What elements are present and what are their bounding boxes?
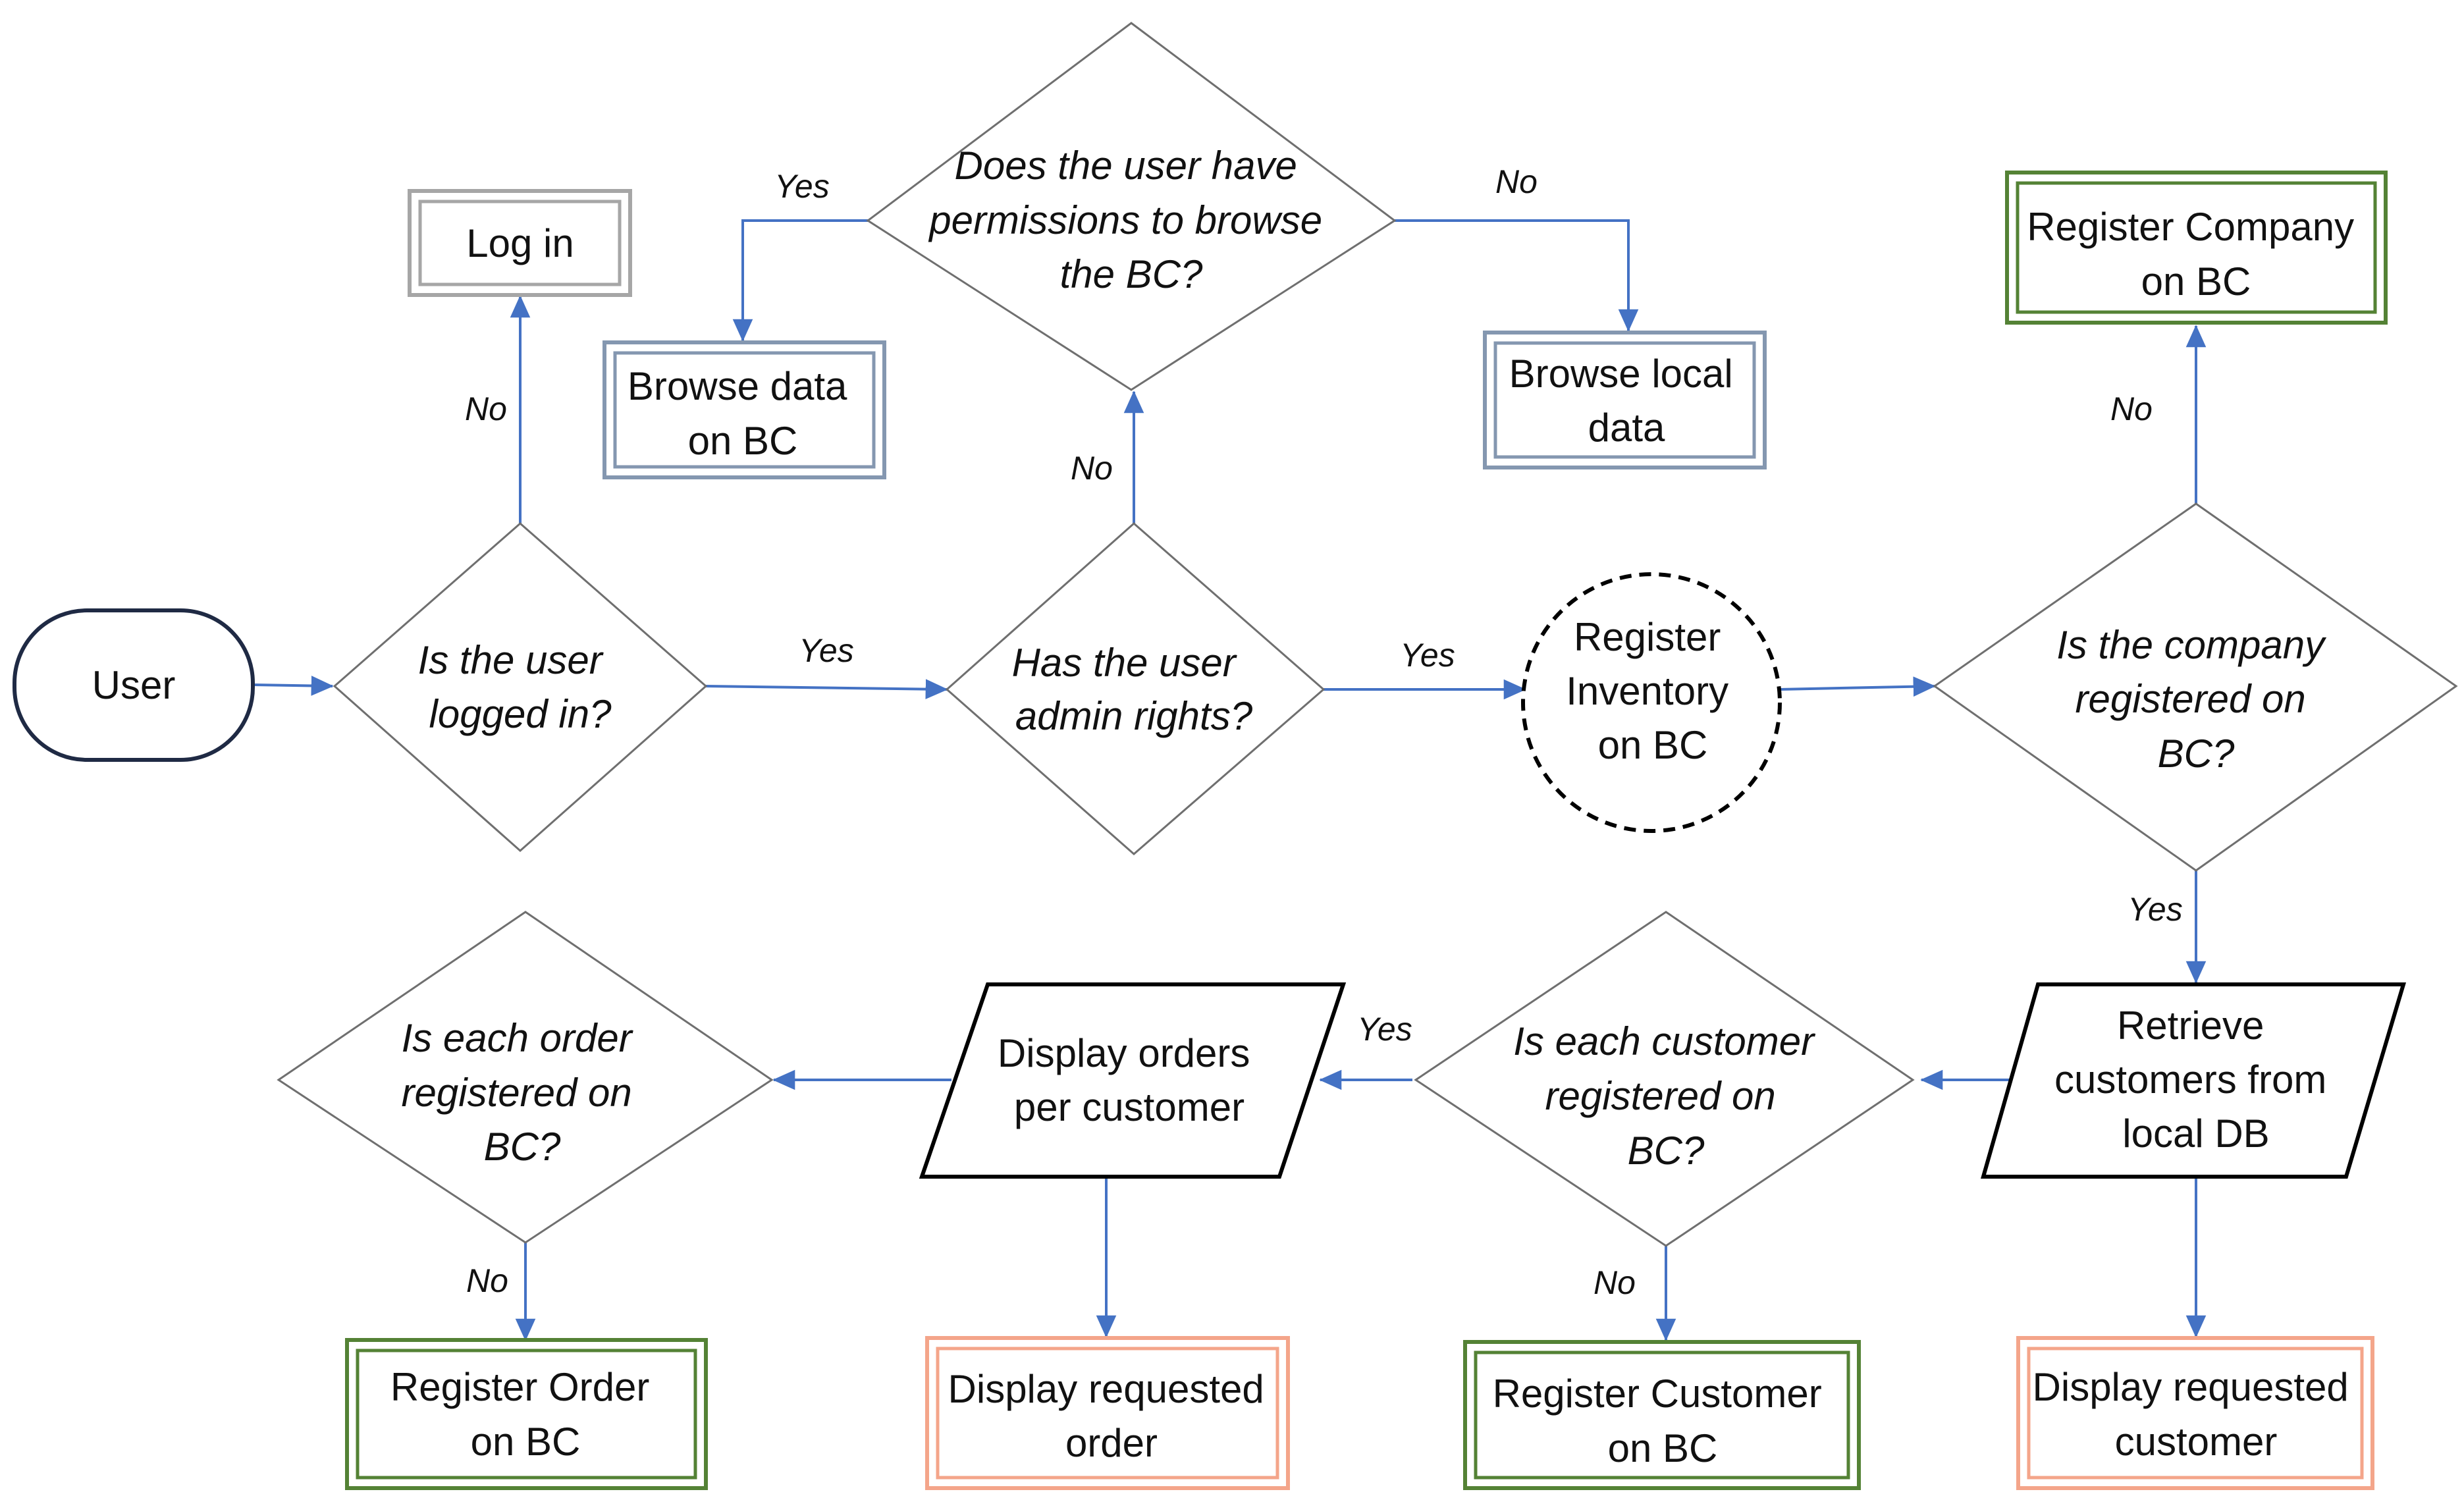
box-browse-bc-line1: Browse data [628,364,847,408]
svg-text:Display requested custom: Display requested customer [2033,1365,2360,1464]
box-register-customer-line2: on BC [1608,1426,1718,1470]
edge-label-no-permissions: No [1071,450,1113,487]
io-retrieve-customers: Retrieve customers from local DB [1981,982,2407,1179]
decision-logged-in-line1: Is the user [418,638,604,682]
decision-permissions-line1: Does the user have [955,144,1297,188]
edge-label-no-browse-local: No [1495,163,1538,200]
box-register-company-line2: on BC [2141,259,2251,304]
edge-label-yes-admin: Yes [799,632,853,669]
decision-order-registered-line3: BC? [484,1125,561,1169]
svg-text:Display orders per custo: Display orders per customer [998,1031,1261,1129]
edge-label-no-log-in: No [465,390,507,427]
svg-text:Browse data on BC: Browse data on BC [628,364,858,463]
decision-order-registered-line2: registered on [402,1071,632,1115]
edge-labels: No Yes No Yes No Yes No Yes Yes No No [465,163,2183,1301]
svg-text:Is the user logged in?: Is the user logged in? [418,638,614,736]
edge-label-no-register-customer: No [1594,1264,1636,1301]
io-display-orders-line1: Display orders [998,1031,1250,1075]
box-browse-bc: Browse data on BC [603,340,886,479]
box-display-customer-line1: Display requested [2033,1365,2349,1409]
decision-company-registered-line1: Is the company [2056,623,2327,667]
edge-label-no-register-company: No [2110,390,2153,427]
box-display-order-line1: Display requested [948,1367,1264,1411]
box-display-order-line2: order [1065,1421,1158,1465]
node-register-inventory-line2: Inventory [1566,669,1728,713]
svg-text:Retrieve customers from: Retrieve customers from local DB [2054,1003,2338,1156]
io-retrieve-customers-line3: local DB [2122,1111,2269,1156]
io-retrieve-customers-line2: customers from [2054,1057,2326,1102]
node-register-inventory-line3: on BC [1598,723,1708,767]
box-browse-local-line1: Browse local [1509,352,1733,396]
box-register-order: Register Order on BC [345,1338,708,1490]
box-register-customer-line1: Register Customer [1493,1372,1822,1416]
edge-label-no-register-order: No [466,1262,508,1299]
svg-text:Is each order registered: Is each order registered on BC? [402,1016,643,1169]
box-display-order: Display requested order [925,1336,1290,1490]
connectors [253,219,2207,1341]
box-browse-local: Browse local data [1483,331,1767,469]
box-browse-bc-line2: on BC [688,419,798,463]
svg-text:Is each customer registe: Is each customer registered on BC? [1513,1019,1825,1173]
decision-logged-in: Is the user logged in? [333,522,708,853]
edge-permissions-to-browse-local [1395,219,1639,332]
decision-company-registered-line2: registered on [2076,677,2306,721]
box-register-customer: Register Customer on BC [1463,1340,1861,1490]
node-register-inventory-line1: Register [1574,615,1721,659]
edge-label-yes-retrieve: Yes [2128,891,2182,928]
box-register-order-line1: Register Order [390,1365,649,1409]
decision-order-registered: Is each order registered on BC? [277,911,774,1244]
box-display-customer: Display requested customer [2016,1336,2374,1490]
svg-text:Register Inventory: Register Inventory on BC [1566,615,1739,767]
edge-logged-in-to-admin [705,679,948,699]
box-log-in: Log in [408,189,632,297]
io-retrieve-customers-line1: Retrieve [2117,1003,2264,1048]
box-browse-local-line2: data [1588,406,1665,450]
box-register-company-line1: Register Company [2027,205,2354,249]
edge-label-yes-inventory: Yes [1400,637,1455,674]
node-user-label: User [92,663,176,707]
svg-text:Is the company registere: Is the company registered on BC? [2056,623,2336,776]
decision-customer-registered-line1: Is each customer [1513,1019,1815,1063]
decision-company-registered: Is the company registered on BC? [1933,502,2458,872]
box-register-order-line2: on BC [471,1420,581,1464]
svg-text:Browse local data: Browse local data [1509,352,1744,450]
svg-text:Register Customer on BC: Register Customer on BC [1493,1372,1833,1470]
decision-permissions-line3: the BC? [1060,252,1203,296]
decision-customer-registered-line2: registered on [1545,1074,1776,1118]
svg-text:Register Order on BC: Register Order on BC [390,1365,660,1464]
box-register-company: Register Company on BC [2005,171,2388,325]
svg-text:Display requested order: Display requested order [948,1367,1275,1465]
edge-inventory-to-company [1779,676,1936,697]
edge-label-yes-browse-bc: Yes [774,168,829,205]
io-display-orders-line2: per customer [1014,1085,1245,1129]
edge-label-yes-display-orders: Yes [1357,1011,1412,1048]
node-register-inventory: Register Inventory on BC [1521,572,1782,833]
box-log-in-label: Log in [466,221,574,265]
decision-customer-registered: Is each customer registered on BC? [1414,911,1915,1247]
decision-admin-rights-line1: Has the user [1012,641,1237,685]
decision-admin-rights: Has the user admin rights? [945,522,1326,855]
svg-text:Does the user have permi: Does the user have permissions to browse… [928,144,1333,296]
io-display-orders: Display orders per customer [919,982,1347,1179]
decision-logged-in-line2: logged in? [429,692,612,736]
decision-order-registered-line1: Is each order [402,1016,633,1060]
decision-admin-rights-line2: admin rights? [1015,694,1253,738]
decision-permissions-line2: permissions to browse [928,198,1322,242]
svg-text:Has the user admin right: Has the user admin rights? [1012,641,1253,738]
edge-permissions-to-browse-bc [732,219,868,342]
decision-customer-registered-line3: BC? [1628,1129,1705,1173]
box-display-customer-line2: customer [2115,1420,2278,1464]
decision-permissions: Does the user have permissions to browse… [866,22,1397,391]
edge-user-to-logged-in [253,676,334,696]
node-user: User [13,608,255,762]
decision-company-registered-line3: BC? [2158,732,2235,776]
svg-text:Register Company on BC: Register Company on BC [2027,205,2365,304]
